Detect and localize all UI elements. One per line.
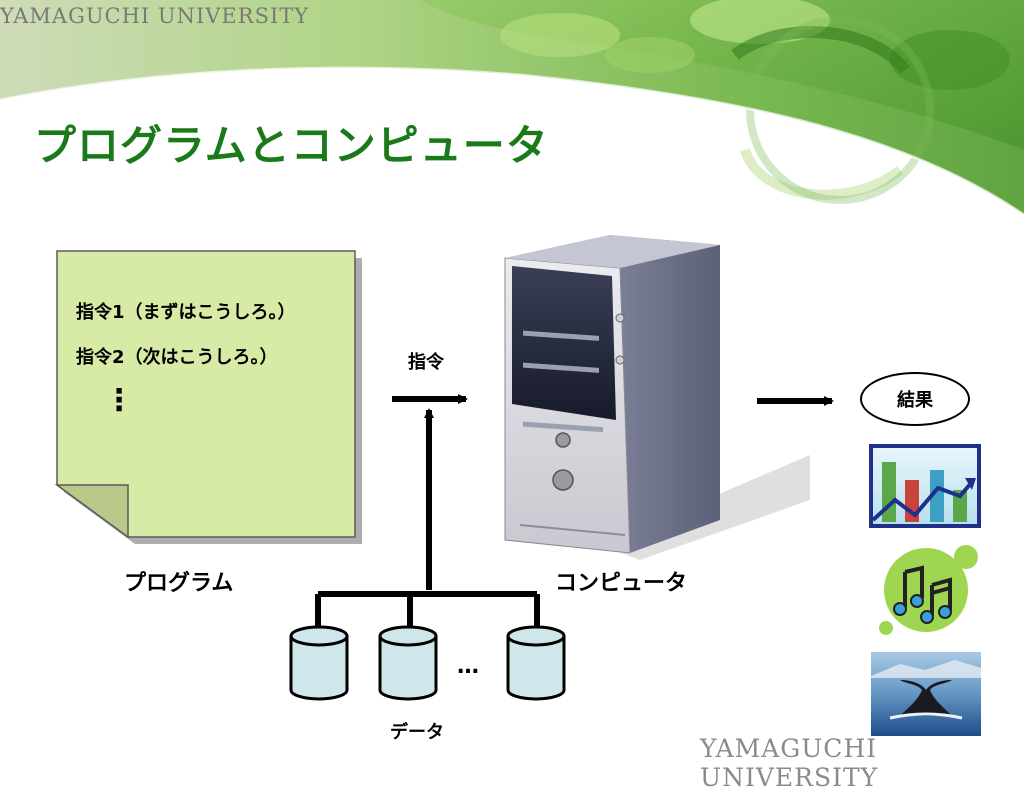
instruction-line-1: 指令1（まずはこうしろ。）	[76, 302, 296, 323]
result-label: 結果	[897, 390, 933, 411]
music-icon	[879, 545, 978, 635]
database-icon	[378, 625, 438, 701]
header-leaf-banner	[0, 0, 1024, 217]
data-ellipsis: …	[457, 654, 479, 679]
data-label: データ	[390, 722, 444, 743]
whale-photo	[871, 652, 981, 736]
database-icon	[506, 625, 566, 701]
diagram-canvas	[54, 235, 981, 736]
program-label: プログラム	[124, 571, 234, 596]
database-icon	[289, 625, 349, 701]
university-logo-text: YAMAGUCHI UNIVERSITY	[0, 4, 310, 28]
continuation-dots: ⋮	[104, 383, 134, 418]
footer-university-text: YAMAGUCHI UNIVERSITY	[700, 734, 879, 792]
slide-title: プログラムとコンピュータ	[34, 121, 549, 170]
data-bus	[315, 591, 540, 630]
instruction-line-2: 指令2（次はこうしろ。）	[76, 347, 278, 368]
chart-icon	[869, 444, 981, 528]
computer-label: コンピュータ	[555, 571, 688, 596]
computer-tower-icon	[504, 235, 810, 560]
instruction-label: 指令	[408, 352, 444, 373]
result-badge: 結果	[860, 372, 970, 426]
program-document	[54, 250, 362, 544]
